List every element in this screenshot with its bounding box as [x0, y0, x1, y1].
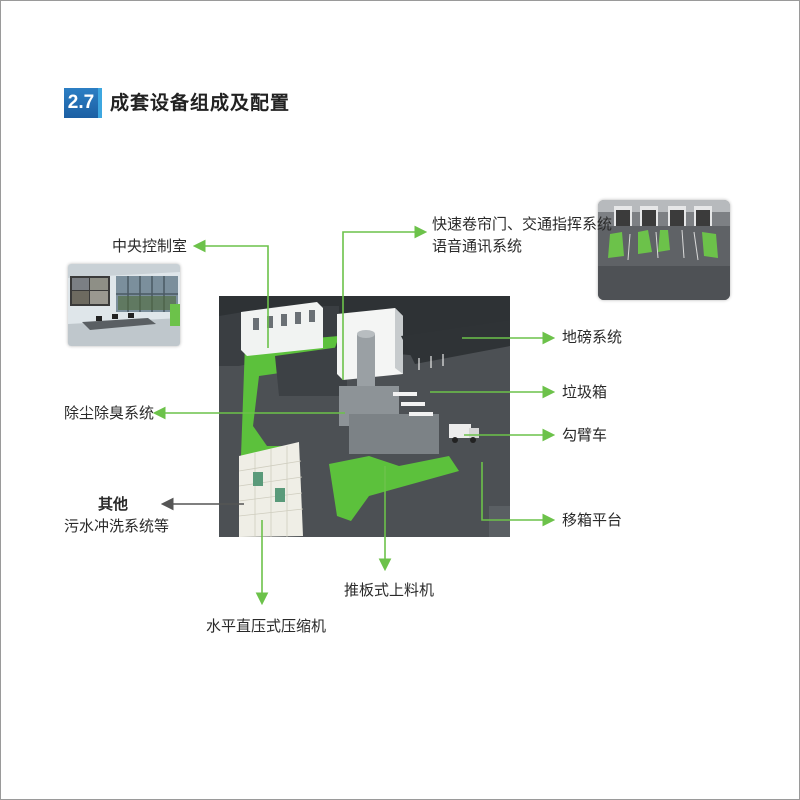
control-room-illustration [68, 264, 180, 346]
label-dust-odor: 除尘除臭系统 [64, 404, 155, 422]
label-weighbridge: 地磅系统 [562, 328, 623, 346]
label-control-room: 中央控制室 [112, 237, 188, 255]
leader-rolling-door [342, 225, 428, 380]
section-number-badge: 2.7 [64, 88, 98, 118]
section-badge-accent [98, 88, 102, 118]
label-box-transfer: 移箱平台 [562, 511, 623, 529]
leader-box-transfer [481, 462, 556, 527]
leader-control-room [192, 239, 269, 348]
label-rolling-door-line1: 快速卷帘门、交通指挥系统 [432, 215, 613, 233]
label-others-detail: 污水冲洗系统等 [64, 517, 170, 535]
rolling-door-illustration [598, 200, 730, 300]
section-title: 成套设备组成及配置 [110, 92, 291, 114]
transfer-station-illustration [219, 296, 510, 537]
label-hook-arm-truck: 勾臂车 [562, 426, 608, 444]
label-others-heading: 其他 [98, 495, 129, 513]
label-garbage-box: 垃圾箱 [562, 383, 608, 401]
label-horizontal-compactor: 水平直压式压缩机 [206, 617, 327, 635]
label-push-plate-feeder: 推板式上料机 [344, 581, 435, 599]
label-rolling-door-line2: 语音通讯系统 [432, 237, 523, 255]
